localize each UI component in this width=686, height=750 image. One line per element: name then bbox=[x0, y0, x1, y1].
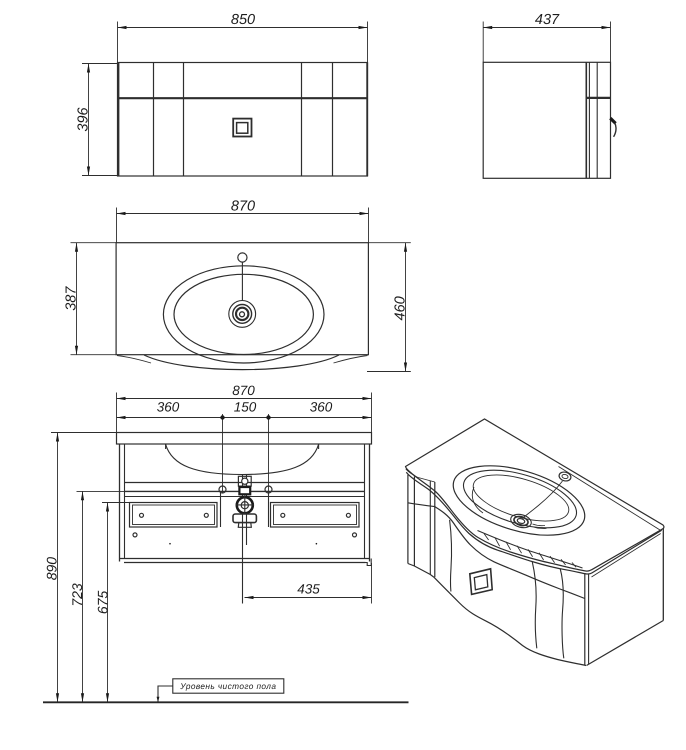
svg-text:437: 437 bbox=[535, 12, 560, 28]
svg-text:150: 150 bbox=[234, 400, 257, 415]
svg-text:675: 675 bbox=[94, 591, 110, 615]
svg-text:870: 870 bbox=[231, 199, 255, 215]
svg-text:396: 396 bbox=[75, 106, 91, 131]
svg-text:360: 360 bbox=[157, 400, 180, 415]
svg-text:723: 723 bbox=[69, 583, 85, 607]
svg-text:850: 850 bbox=[231, 12, 255, 28]
svg-text:Уровень чистого пола: Уровень чистого пола bbox=[179, 681, 276, 691]
svg-text:360: 360 bbox=[310, 400, 333, 415]
svg-text:435: 435 bbox=[297, 582, 320, 597]
svg-text:890: 890 bbox=[44, 557, 60, 581]
svg-text:460: 460 bbox=[393, 296, 409, 320]
svg-text:870: 870 bbox=[232, 383, 255, 398]
svg-text:387: 387 bbox=[64, 286, 80, 311]
